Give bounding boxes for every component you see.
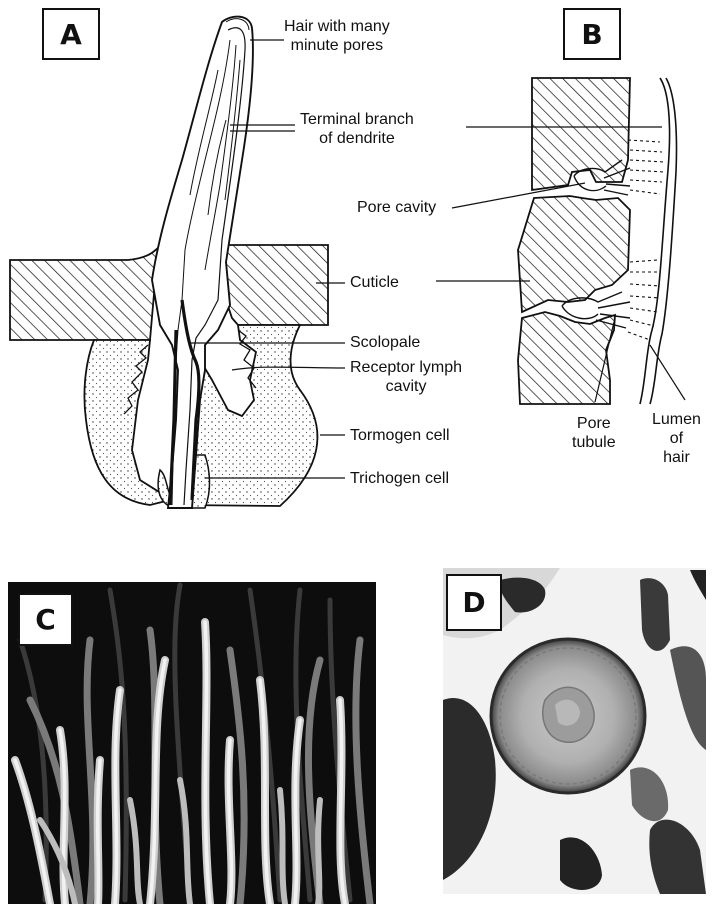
label-trichogen: Trichogen cell (350, 469, 449, 488)
panel-d-label: D (446, 574, 502, 631)
label-scolopale: Scolopale (350, 333, 420, 352)
cuticle-right (222, 245, 328, 325)
wall-middle (518, 196, 630, 312)
wall-lower (518, 312, 615, 404)
panel-b-label: B (563, 8, 621, 60)
label-tormogen: Tormogen cell (350, 426, 450, 445)
label-cuticle: Cuticle (350, 273, 399, 292)
label-pore-cavity: Pore cavity (357, 198, 436, 217)
panel-a-diagram (10, 17, 345, 508)
cuticle-left (10, 248, 158, 340)
panel-b-diagram (436, 78, 685, 404)
panel-c-label: C (18, 593, 73, 646)
panel-a-label: A (42, 8, 100, 60)
